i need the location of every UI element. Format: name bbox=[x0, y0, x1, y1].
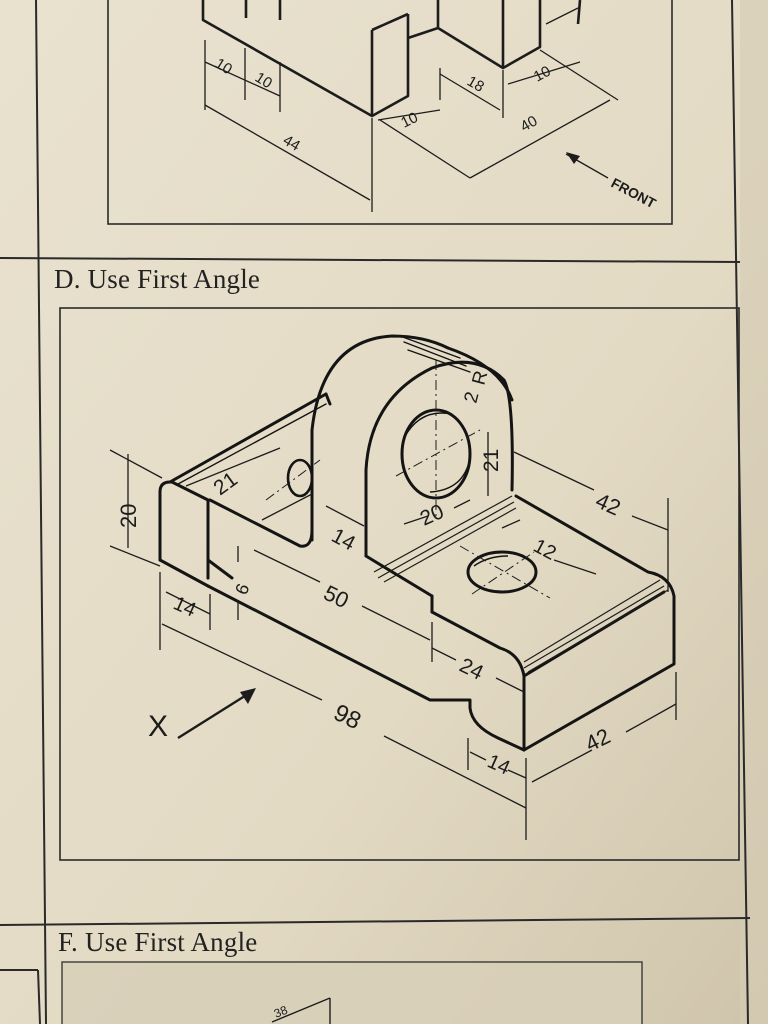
worksheet-grid bbox=[0, 0, 751, 1024]
bottom-figure: 38 bbox=[61, 961, 643, 1024]
dim-label-20-left: 20 bbox=[116, 504, 141, 528]
shading-lines bbox=[373, 495, 669, 673]
main-dimension-lines bbox=[109, 432, 677, 840]
front-arrow-head bbox=[566, 152, 580, 164]
base-hole bbox=[466, 550, 538, 594]
dim-label-R: R bbox=[469, 369, 493, 388]
right-shadow bbox=[740, 0, 768, 1024]
section-title-f: F. Use First Angle bbox=[58, 927, 258, 957]
dim-label-38: 38 bbox=[272, 1003, 290, 1021]
dim-label-2: 2 bbox=[461, 390, 484, 406]
section-title-d: D. Use First Angle bbox=[54, 264, 261, 294]
channel-hole bbox=[286, 458, 314, 498]
dim-label: 10 bbox=[398, 109, 420, 132]
dim-label: 10 bbox=[531, 63, 554, 86]
bottom-figure-frame bbox=[61, 961, 643, 1024]
top-figure-dimension-lines bbox=[204, 7, 619, 212]
object-outline bbox=[158, 334, 676, 752]
dim-label: 44 bbox=[280, 132, 303, 155]
top-figure: 10 10 18 10 44 10 40 FRONT bbox=[107, 0, 673, 225]
dim-label-21-upright: 21 bbox=[480, 449, 503, 472]
dim-label: 10 bbox=[252, 69, 275, 92]
top-figure-drawing bbox=[201, 0, 582, 118]
center-lines bbox=[265, 360, 551, 599]
view-label-x: X bbox=[148, 710, 168, 743]
dim-label: 18 bbox=[464, 73, 487, 96]
view-arrow bbox=[177, 688, 256, 740]
top-figure-frame bbox=[107, 0, 673, 225]
dim-label: 40 bbox=[518, 112, 541, 135]
dim-label: 10 bbox=[212, 55, 235, 78]
main-figure-frame bbox=[59, 307, 740, 861]
